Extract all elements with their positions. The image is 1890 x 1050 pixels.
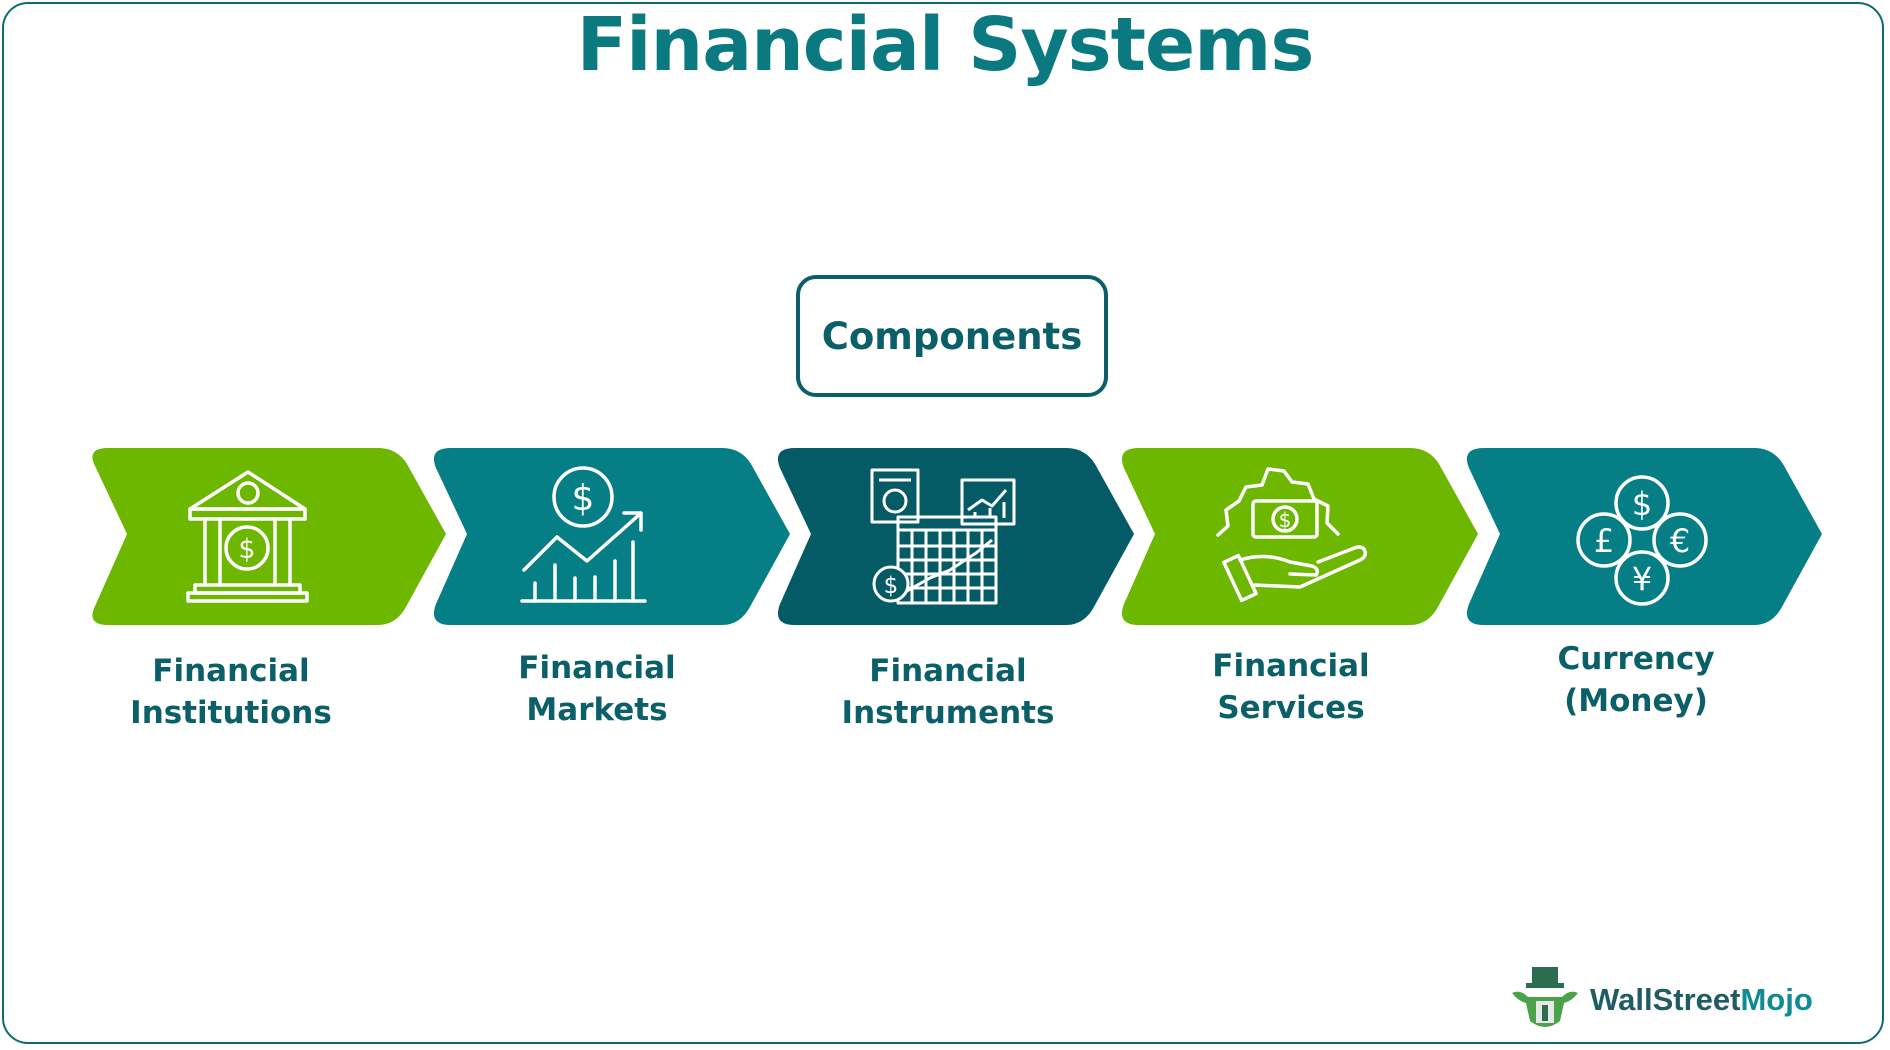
svg-text:¥: ¥	[1632, 560, 1652, 598]
svg-text:$: $	[572, 478, 595, 519]
currency-coins-icon: $ £ € ¥	[1576, 475, 1708, 606]
growth-chart-icon: $	[520, 466, 647, 603]
svg-text:$: $	[1279, 508, 1292, 532]
svg-text:€: €	[1670, 522, 1690, 560]
chevron-step-4: $	[1121, 448, 1478, 625]
step-label-currency: Currency(Money)	[1557, 641, 1715, 719]
bull-mascot-icon	[1512, 967, 1578, 1027]
financial-report-icon: $	[870, 468, 1016, 605]
brand-wordmark: WallStreetMojo	[1590, 982, 1813, 1017]
chevron-step-5: $ £ € ¥	[1466, 448, 1822, 625]
bank-icon: $	[186, 470, 309, 603]
money-hand-service-icon: $	[1216, 467, 1368, 603]
svg-text:$: $	[884, 573, 899, 599]
chevron-step-2: $	[433, 448, 790, 625]
wallstreetmojo-logo: WallStreetMojo	[1506, 965, 1813, 1035]
diagram-title: Financial Systems	[576, 2, 1315, 88]
chevron-step-1: $	[92, 448, 447, 625]
components-label: Components	[821, 314, 1083, 358]
svg-text:£: £	[1594, 522, 1614, 560]
svg-text:$: $	[238, 534, 255, 565]
svg-text:$: $	[1632, 485, 1652, 523]
components-box: Components	[796, 275, 1108, 397]
chevron-step-3: $	[777, 448, 1134, 625]
